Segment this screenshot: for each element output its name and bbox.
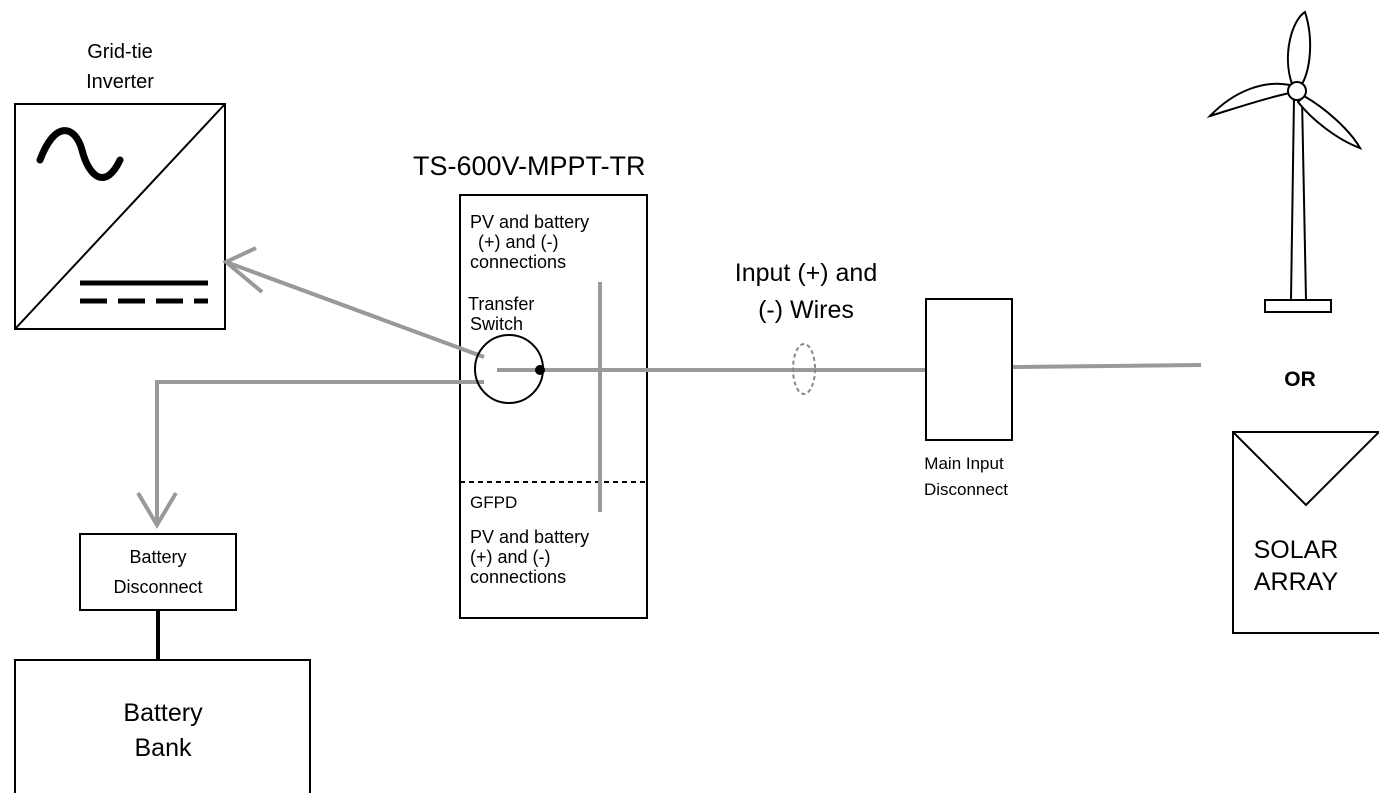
solar-array-box xyxy=(1232,431,1379,634)
turbine-blade-up xyxy=(1286,10,1312,85)
turbine-hub xyxy=(1287,81,1307,101)
main-disconnect-line2: Disconnect xyxy=(924,480,1008,499)
top-connections-line3: connections xyxy=(470,252,566,272)
main-disconnect-box xyxy=(925,298,1013,441)
bottom-connections-line2: (+) and (-) xyxy=(470,547,551,567)
main-disconnect-line1: Main Input xyxy=(924,454,1004,473)
turbine-base xyxy=(1264,299,1332,313)
transfer-switch-line1: Transfer xyxy=(468,294,534,314)
battery-disconnect-box xyxy=(79,533,237,611)
inverter-title-line2: Inverter xyxy=(86,71,154,93)
charge-controller: PV and battery (+) and (-) connections T… xyxy=(459,194,648,619)
battery-feed-wire xyxy=(155,380,484,525)
turbine-blade-right xyxy=(1296,94,1363,150)
battery-arrowhead xyxy=(136,491,178,529)
battery-bank-line2: Bank xyxy=(135,734,192,762)
or-label: OR xyxy=(1284,368,1316,391)
wind-turbine-icon xyxy=(1206,10,1363,313)
battery-disconnect: Battery Disconnect xyxy=(79,533,237,660)
source-wire xyxy=(1011,363,1202,369)
controller-model: TS-600V-MPPT-TR xyxy=(413,151,646,181)
controller-box xyxy=(459,194,648,619)
top-connections-line1: PV and battery xyxy=(470,212,589,232)
bottom-connections-line1: PV and battery xyxy=(470,527,589,547)
battery-bank-box xyxy=(14,659,311,793)
inverter-feed-wire xyxy=(225,260,485,359)
input-wires: Input (+) and (-) Wires xyxy=(735,259,877,395)
main-input-disconnect: Main Input Disconnect xyxy=(924,298,1013,499)
transfer-switch xyxy=(474,334,545,404)
inverter-diagonal xyxy=(14,103,226,330)
battery-disconnect-line1: Battery xyxy=(129,547,186,567)
input-wires-line2: (-) Wires xyxy=(758,296,854,324)
transfer-switch-contact xyxy=(535,365,545,375)
solar-array-line2: ARRAY xyxy=(1254,568,1339,596)
turbine-blade-left xyxy=(1206,82,1291,119)
inverter-arrowhead xyxy=(222,246,264,294)
grid-tie-inverter: Grid-tie Inverter xyxy=(14,41,226,330)
wire-bundle-ellipse xyxy=(792,343,816,395)
input-wires-line1: Input (+) and xyxy=(735,259,877,287)
solar-array-symbol xyxy=(1232,431,1379,507)
bottom-connections-line3: connections xyxy=(470,567,566,587)
inverter-title-line1: Grid-tie xyxy=(87,41,153,63)
sine-wave-icon xyxy=(36,127,124,181)
gfpd-label: GFPD xyxy=(470,493,517,512)
solar-array-line1: SOLAR xyxy=(1254,536,1339,564)
battery-disconnect-line2: Disconnect xyxy=(113,577,202,597)
turbine-tower xyxy=(1289,97,1308,301)
battery-bank-line1: Battery xyxy=(123,699,203,727)
battery-bank: Battery Bank xyxy=(14,659,311,793)
wires xyxy=(136,246,1202,529)
solar-array: SOLAR ARRAY xyxy=(1232,431,1379,634)
top-connections-line2: (+) and (-) xyxy=(478,232,559,252)
transfer-switch-line2: Switch xyxy=(470,314,523,334)
